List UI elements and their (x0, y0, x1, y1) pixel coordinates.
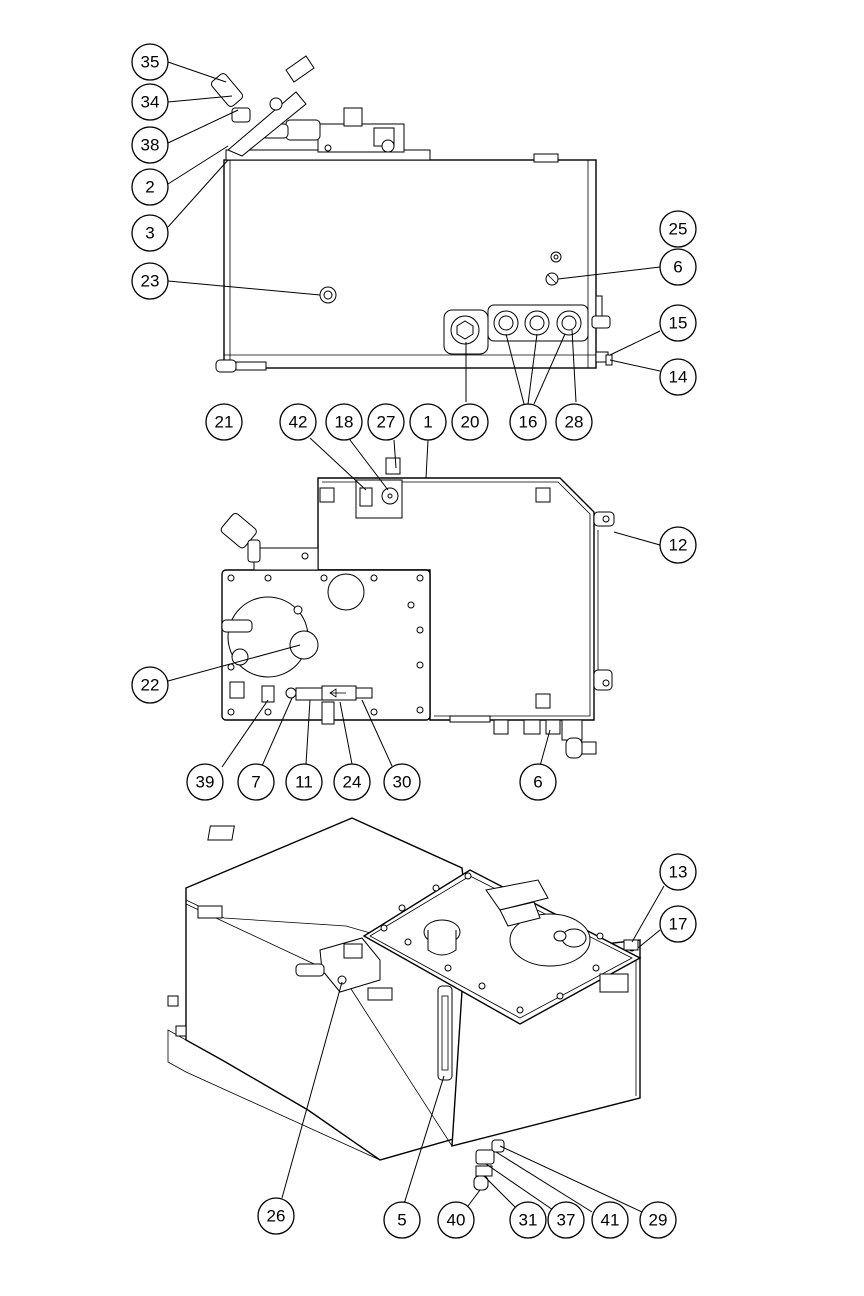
balloon-label: 29 (649, 1211, 668, 1230)
slanted-cover (227, 91, 307, 157)
balloon-30: 30 (383, 763, 421, 801)
balloon-label: 16 (519, 413, 538, 432)
balloon-12: 12 (659, 526, 697, 564)
balloon-26: 26 (257, 1197, 295, 1235)
balloon-14: 14 (659, 358, 697, 396)
balloon-22: 22 (131, 666, 169, 704)
balloon-17: 17 (659, 905, 697, 943)
isometric-view (167, 817, 642, 1191)
side-view (210, 55, 613, 373)
balloon-label: 15 (669, 314, 688, 333)
level-gauge (437, 985, 453, 1081)
balloon-label: 18 (335, 413, 354, 432)
balloon-label: 30 (393, 773, 412, 792)
balloon-label: 28 (565, 413, 584, 432)
balloon-42: 42 (279, 403, 317, 441)
tank-iso-left (185, 817, 473, 1161)
balloon-label: 39 (196, 773, 215, 792)
balloon-label: 6 (673, 258, 682, 277)
balloon-21: 21 (205, 403, 243, 441)
balloon-label: 35 (141, 53, 160, 72)
leader-lines (167, 61, 665, 1215)
balloon-label: 25 (669, 220, 688, 239)
balloon-label: 37 (557, 1211, 576, 1230)
balloon-3: 3 (131, 214, 169, 252)
balloon-label: 21 (215, 413, 234, 432)
balloons: 35 34 38 2 3 23 25 6 15 14 21 42 18 27 1… (131, 43, 697, 1239)
balloon-label: 6 (533, 773, 542, 792)
balloon-24: 24 (333, 763, 371, 801)
balloon-label: 20 (461, 413, 480, 432)
balloon-15: 15 (659, 304, 697, 342)
balloon-37: 37 (547, 1201, 585, 1239)
balloon-label: 42 (289, 413, 308, 432)
balloon-label: 38 (141, 136, 160, 155)
balloon-label: 11 (295, 773, 313, 792)
balloon-label: 12 (669, 536, 688, 555)
balloon-16: 16 (509, 403, 547, 441)
balloon-29: 29 (639, 1201, 677, 1239)
balloon-18: 18 (325, 403, 363, 441)
balloon-35: 35 (131, 43, 169, 81)
balloon-label: 40 (447, 1211, 466, 1230)
balloon-6: 6 (659, 248, 697, 286)
balloon-13: 13 (659, 853, 697, 891)
balloon-label: 41 (601, 1211, 620, 1230)
balloon-5: 5 (383, 1201, 421, 1239)
balloon-label: 31 (519, 1211, 538, 1230)
balloon-2: 2 (131, 168, 169, 206)
balloon-40: 40 (437, 1201, 475, 1239)
balloon-label: 27 (377, 413, 396, 432)
balloon-label: 7 (251, 773, 260, 792)
balloon-label: 22 (141, 676, 160, 695)
balloon-label: 14 (669, 368, 688, 387)
balloon-41: 41 (591, 1201, 629, 1239)
balloon-28: 28 (555, 403, 593, 441)
balloon-label: 1 (423, 413, 432, 432)
balloon-label: 26 (267, 1207, 286, 1226)
balloon-39: 39 (186, 763, 224, 801)
balloon-label: 24 (343, 773, 362, 792)
plate-bolts (227, 574, 424, 716)
balloon-label: 3 (145, 224, 154, 243)
balloon-label: 23 (141, 272, 160, 291)
balloon-label: 34 (141, 93, 160, 112)
balloon-34: 34 (131, 83, 169, 121)
balloon-27: 27 (367, 403, 405, 441)
balloon-label: 5 (397, 1211, 406, 1230)
balloon-25: 25 (659, 210, 697, 248)
balloon-23: 23 (131, 262, 169, 300)
balloon-label: 17 (669, 915, 688, 934)
balloon-11: 11 (285, 763, 323, 801)
balloon-1: 1 (409, 403, 447, 441)
balloon-label: 2 (145, 178, 154, 197)
balloon-20: 20 (451, 403, 489, 441)
balloon-label: 13 (669, 863, 688, 882)
iso-pump-plate (362, 869, 642, 1025)
balloon-7: 7 (237, 763, 275, 801)
balloon-38: 38 (131, 126, 169, 164)
balloon-31: 31 (509, 1201, 547, 1239)
top-view (220, 457, 615, 759)
balloon-6-b: 6 (519, 763, 557, 801)
